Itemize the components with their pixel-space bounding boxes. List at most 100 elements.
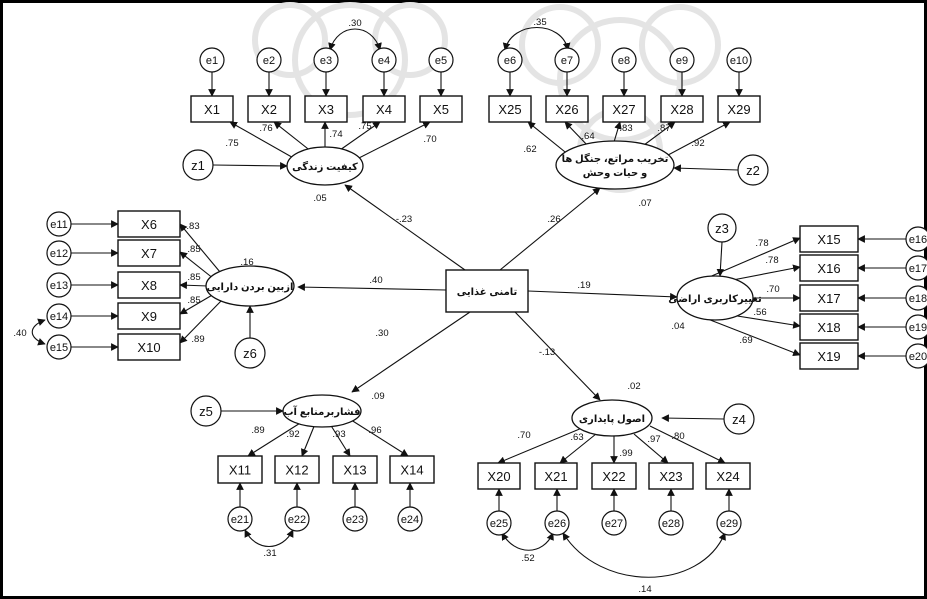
indicator-x29-label: X29 <box>727 102 750 117</box>
indicator-x28-label: X28 <box>670 102 693 117</box>
indicator-x15: X15 <box>799 225 859 253</box>
error-e23: e23 <box>342 506 368 532</box>
path-quality: -.23 <box>396 214 412 225</box>
indicator-x18-label: X18 <box>817 320 840 335</box>
indicator-x23: X23 <box>648 462 694 490</box>
loading-x21: .63 <box>570 432 583 443</box>
loading-x6: .83 <box>186 221 199 232</box>
indicator-x24: X24 <box>705 462 751 490</box>
indicator-x16: X16 <box>799 254 859 282</box>
loading-x15: .78 <box>755 238 768 249</box>
loading-x23: .97 <box>647 434 660 445</box>
loading-x16: .78 <box>765 255 778 266</box>
error-e7-label: e7 <box>561 55 573 67</box>
loading-x10: .89 <box>191 334 204 345</box>
loading-x20: .70 <box>517 430 530 441</box>
indicator-x5: X5 <box>419 95 463 123</box>
indicator-x21: X21 <box>534 462 578 490</box>
indicator-x13-label: X13 <box>343 463 366 478</box>
factor-landuse: تغییرکاربری اراضی <box>668 275 762 321</box>
error-e2: e2 <box>256 47 282 73</box>
error-e20: e20 <box>905 343 927 369</box>
error-e10: e10 <box>726 47 752 73</box>
error-e17: e17 <box>905 255 927 281</box>
error-e12: e12 <box>46 240 72 266</box>
factor-quality-label: کیفیت زندگی <box>292 160 358 173</box>
r-squared-principles: .02 <box>627 381 640 392</box>
error-e5: e5 <box>428 47 454 73</box>
loading-x1: .75 <box>225 138 238 149</box>
error-e10-label: e10 <box>730 55 748 67</box>
indicator-x29: X29 <box>717 95 761 123</box>
error-e9-label: e9 <box>676 55 688 67</box>
indicator-x26-label: X26 <box>555 102 578 117</box>
indicator-x22-label: X22 <box>602 469 625 484</box>
indicator-x10: X10 <box>117 333 181 361</box>
indicator-x6: X6 <box>117 210 181 238</box>
loading-x11: .89 <box>251 425 264 436</box>
covariance-e3-e4: .30 <box>348 18 361 29</box>
covariance-e21-e22: .31 <box>263 548 276 559</box>
indicator-x4-label: X4 <box>376 102 392 117</box>
loading-x3: .74 <box>329 129 342 140</box>
factor-assets: ازبین بردن دارایی <box>205 265 295 307</box>
central-node: تامنی غذایی <box>445 269 529 313</box>
error-e11-label: e11 <box>50 219 68 231</box>
error-e16: e16 <box>905 226 927 252</box>
loading-x7: .85 <box>187 244 200 255</box>
indicator-x9: X9 <box>117 302 181 330</box>
loading-x13: .93 <box>332 429 345 440</box>
indicator-x16-label: X16 <box>817 261 840 276</box>
indicator-x25: X25 <box>488 95 532 123</box>
loading-x14: .96 <box>368 425 381 436</box>
indicator-x13: X13 <box>332 455 378 484</box>
error-e18-label: e18 <box>909 293 927 305</box>
indicator-x24-label: X24 <box>716 469 739 484</box>
error-e27: e27 <box>601 510 627 536</box>
loading-x18: .56 <box>753 307 766 318</box>
error-e15: e15 <box>46 334 72 360</box>
loading-x28: .87 <box>657 123 670 134</box>
loading-x9: .85 <box>187 295 200 306</box>
error-e9: e9 <box>669 47 695 73</box>
disturbance-z1: z1 <box>182 149 214 181</box>
indicator-x5-label: X5 <box>433 102 449 117</box>
indicator-x26: X26 <box>545 95 589 123</box>
indicator-x14: X14 <box>389 455 435 484</box>
disturbance-z2-label: z2 <box>746 163 760 178</box>
error-e5-label: e5 <box>435 55 447 67</box>
indicator-x18: X18 <box>799 313 859 341</box>
error-e12-label: e12 <box>50 248 68 260</box>
r-squared-degradation: .07 <box>638 198 651 209</box>
indicator-x1-label: X1 <box>204 102 220 117</box>
error-e18: e18 <box>905 285 927 311</box>
indicator-x12: X12 <box>274 455 320 484</box>
error-e7: e7 <box>554 47 580 73</box>
error-e24-label: e24 <box>401 514 419 526</box>
loading-x4: .75 <box>358 121 371 132</box>
r-squared-assets: .16 <box>240 257 253 268</box>
path-principles: -.13 <box>539 347 555 358</box>
factor-degradation-label-1: تخریب مراتع، جنگل ها <box>562 152 669 165</box>
covariance-e14-e15: .40 <box>13 328 26 339</box>
error-e4-label: e4 <box>378 55 390 67</box>
error-e1: e1 <box>199 47 225 73</box>
error-e6: e6 <box>497 47 523 73</box>
factor-quality: کیفیت زندگی <box>286 146 364 186</box>
covariance-e6-e7: .35 <box>533 17 546 28</box>
error-e8: e8 <box>611 47 637 73</box>
error-e3-label: e3 <box>320 55 332 67</box>
loading-x25: .62 <box>523 144 536 155</box>
disturbance-z5: z5 <box>190 395 222 427</box>
error-e29-label: e29 <box>720 518 738 530</box>
indicator-x1: X1 <box>190 95 234 123</box>
indicator-x2-label: X2 <box>261 102 277 117</box>
error-e25: e25 <box>486 510 512 536</box>
error-e21-label: e21 <box>231 514 249 526</box>
indicator-x23-label: X23 <box>659 469 682 484</box>
error-e29: e29 <box>716 510 742 536</box>
indicator-x20-label: X20 <box>487 469 510 484</box>
disturbance-z3: z3 <box>707 213 737 243</box>
